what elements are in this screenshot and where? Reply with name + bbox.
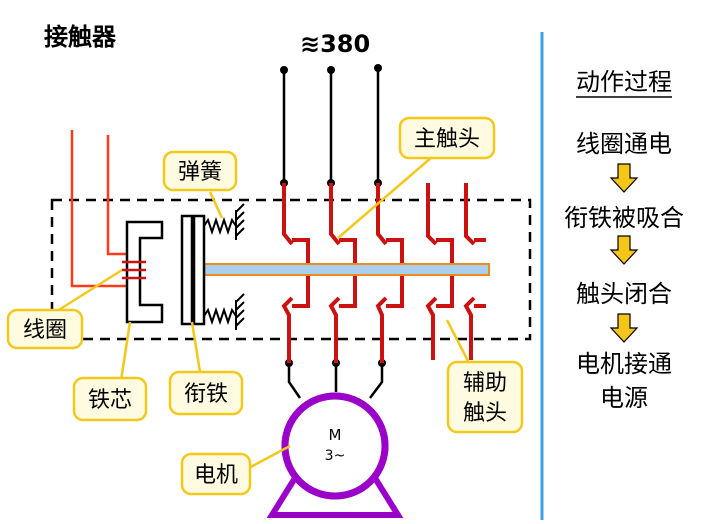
svg-text:辅助: 辅助 bbox=[463, 371, 507, 396]
voltage-label: ≋380 bbox=[300, 30, 370, 58]
svg-text:触头: 触头 bbox=[463, 401, 507, 426]
callout-spring: 弹簧 bbox=[162, 150, 238, 192]
springs bbox=[203, 203, 245, 330]
moving-bar bbox=[202, 263, 490, 276]
callout-coil: 线圈 bbox=[6, 308, 84, 350]
motor-symbol-3: 3~ bbox=[325, 448, 346, 464]
svg-text:弹簧: 弹簧 bbox=[178, 160, 222, 185]
process-step-5: 电源 bbox=[600, 384, 648, 412]
callout-motor: 电机 bbox=[180, 452, 252, 496]
main-contacts-upper bbox=[282, 183, 388, 246]
callout-core: 铁芯 bbox=[72, 376, 148, 422]
callout-aux-contact: 辅助 触头 bbox=[446, 360, 524, 434]
coil-turns bbox=[122, 260, 146, 280]
process-step-2: 衔铁被吸合 bbox=[564, 204, 684, 232]
callout-main-contact: 主触头 bbox=[398, 116, 496, 160]
motor-symbol-m: M bbox=[329, 426, 342, 444]
title: 接触器 bbox=[44, 23, 117, 51]
motor: M 3~ bbox=[266, 392, 404, 518]
svg-text:主触头: 主触头 bbox=[414, 127, 480, 152]
armature bbox=[180, 214, 206, 326]
process-panel: 动作过程 线圈通电 衔铁被吸合 触头闭合 电机接通 电源 bbox=[564, 68, 684, 412]
svg-text:电机: 电机 bbox=[194, 463, 238, 488]
down-arrow-icon bbox=[609, 163, 639, 193]
process-step-4: 电机接通 bbox=[576, 350, 672, 378]
process-step-1: 线圈通电 bbox=[576, 130, 672, 158]
main-contacts-lower bbox=[281, 296, 388, 363]
process-heading: 动作过程 bbox=[576, 68, 672, 96]
supply-wires bbox=[282, 68, 380, 183]
callout-leaders bbox=[53, 156, 472, 472]
callout-armature: 衔铁 bbox=[168, 370, 244, 416]
motor-wires bbox=[287, 363, 384, 399]
down-arrow-icon bbox=[609, 313, 639, 343]
svg-text:衔铁: 衔铁 bbox=[184, 382, 228, 407]
svg-text:铁芯: 铁芯 bbox=[88, 388, 132, 413]
svg-text:线圈: 线圈 bbox=[23, 318, 67, 343]
down-arrow-icon bbox=[609, 235, 639, 265]
process-step-3: 触头闭合 bbox=[576, 280, 672, 308]
iron-core bbox=[125, 220, 164, 324]
